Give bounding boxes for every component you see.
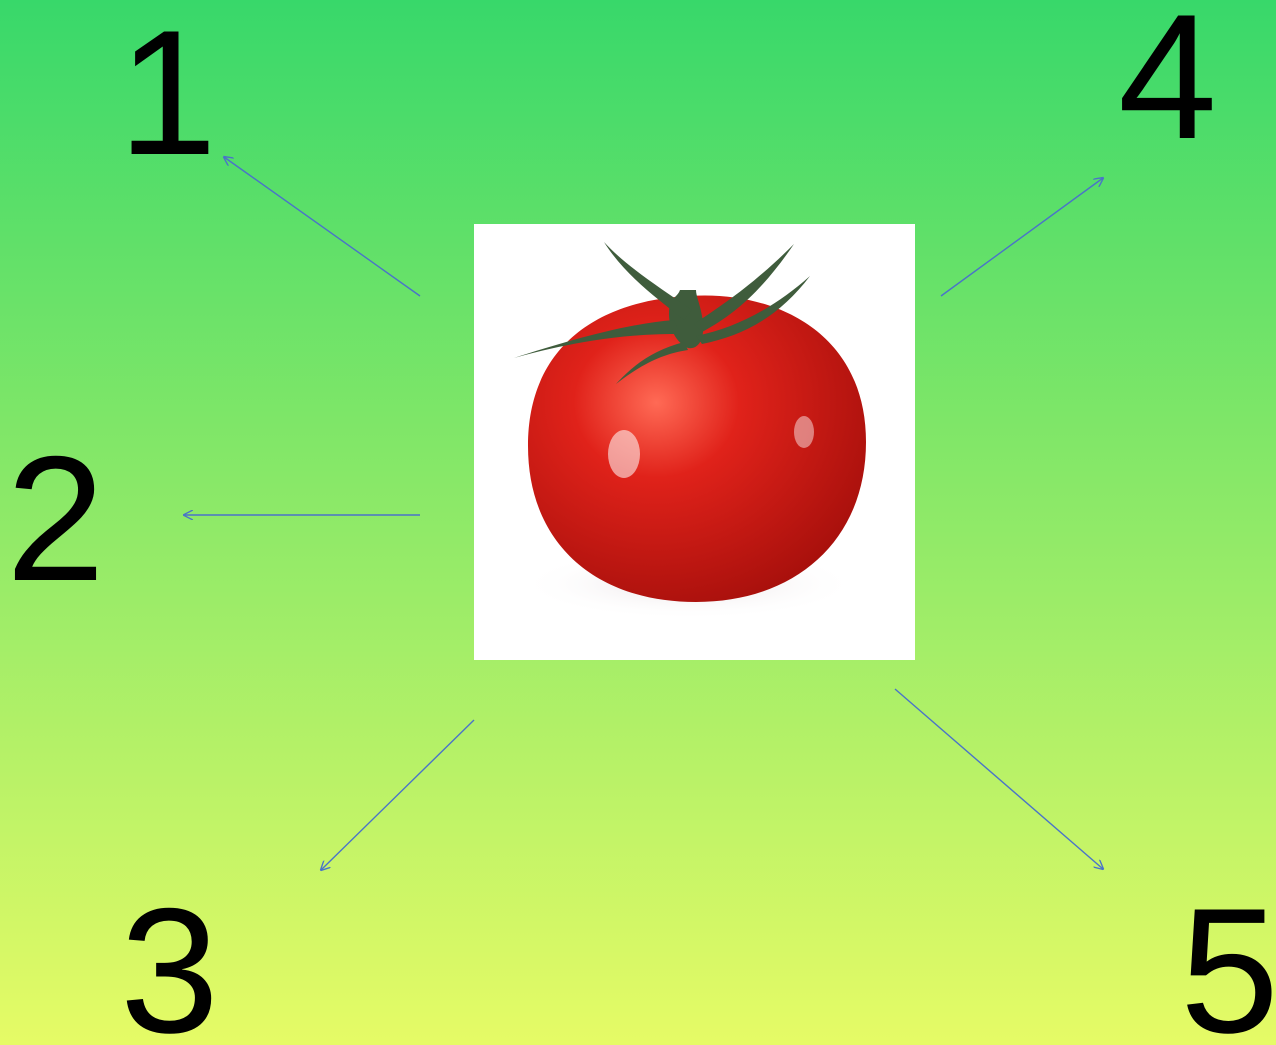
label-4: 4 [1118,0,1217,166]
label-1: 1 [118,4,217,182]
label-5: 5 [1180,882,1276,1045]
label-2: 2 [6,430,105,608]
tomato-highlight [608,430,640,478]
tomato-icon [474,224,915,660]
tomato-highlight-right [794,416,814,448]
tomato-photo [474,224,915,660]
label-3: 3 [120,882,219,1045]
